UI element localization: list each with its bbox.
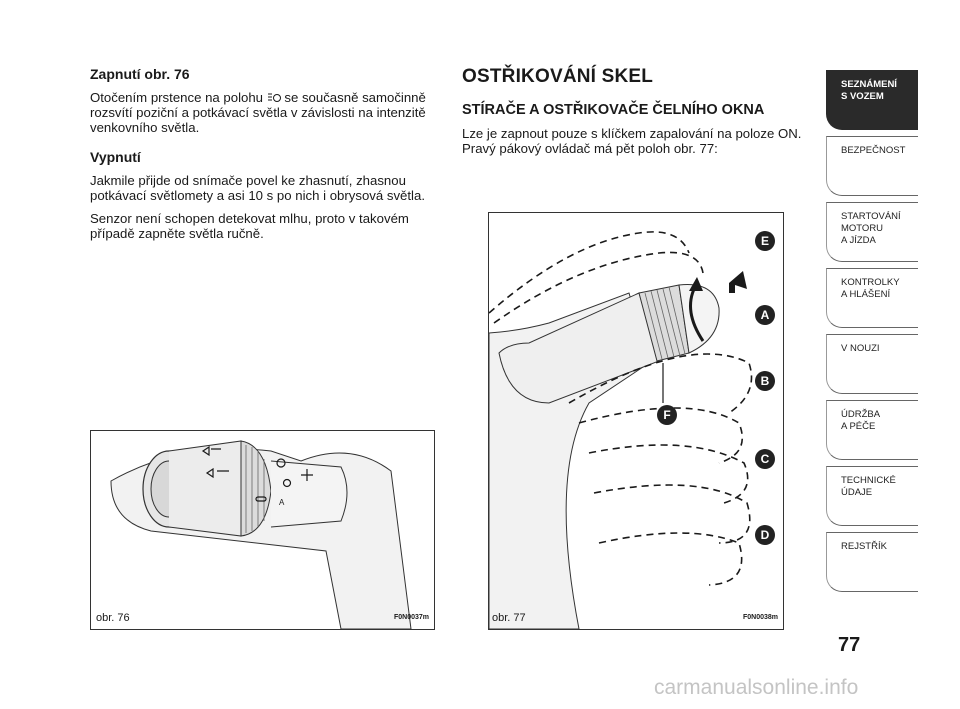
section-subtitle: STÍRAČE A OSTŘIKOVAČE ČELNÍHO OKNA: [462, 102, 765, 118]
para-on-before: Otočením prstence na polohu: [90, 90, 264, 105]
section-title: OSTŘIKOVÁNÍ SKEL: [462, 66, 654, 87]
para-off: Jakmile přijde od snímače povel ke zhasn…: [90, 173, 425, 203]
para-fog: Senzor není schopen detekovat mlhu, prot…: [90, 211, 409, 241]
section-para: Lze je zapnout pouze s klíčkem zapalován…: [462, 126, 802, 156]
svg-text:A: A: [279, 498, 285, 507]
marker-d: D: [755, 525, 775, 545]
tab-udrzba[interactable]: ÚDRŽBA A PÉČE: [826, 400, 918, 460]
left-column: Zapnutí obr. 76 Otočením prstence na pol…: [90, 66, 450, 249]
tab-kontrolky[interactable]: KONTROLKY A HLÁŠENÍ: [826, 268, 918, 328]
tab-v-nouzi[interactable]: V NOUZI: [826, 334, 918, 394]
figure-77-label: obr. 77: [492, 612, 526, 624]
light-stalk-illustration: A: [110, 440, 412, 630]
heading-on: Zapnutí obr. 76: [90, 66, 190, 82]
marker-c: C: [755, 449, 775, 469]
figure-77: E A B F C D obr. 77 F0N0038m: [488, 212, 784, 630]
figure-77-frame: E A B F C D: [488, 212, 784, 630]
page-number: 77: [838, 634, 861, 656]
watermark: carmanualsonline.info: [654, 676, 859, 699]
auto-light-icon: [267, 93, 281, 102]
figure-76-label: obr. 76: [96, 612, 130, 624]
marker-f: F: [657, 405, 677, 425]
right-column: OSTŘIKOVÁNÍ SKEL STÍRAČE A OSTŘIKOVAČE Č…: [462, 66, 812, 164]
figure-76: A obr. 76 F0N0037m: [90, 430, 435, 630]
tab-technicke[interactable]: TECHNICKÉ ÚDAJE: [826, 466, 918, 526]
para-on: Otočením prstence na polohu se současně …: [90, 90, 450, 135]
figure-76-code: F0N0037m: [393, 614, 429, 621]
figure-77-code: F0N0038m: [742, 614, 778, 621]
chapter-sidebar: SEZNÁMENÍ S VOZEM BEZPEČNOST STARTOVÁNÍ …: [826, 70, 918, 598]
marker-e: E: [755, 231, 775, 251]
figure-76-frame: A: [90, 430, 435, 630]
heading-off: Vypnutí: [90, 149, 141, 165]
tab-rejstrik[interactable]: REJSTŘÍK: [826, 532, 918, 592]
tab-startovani[interactable]: STARTOVÁNÍ MOTORU A JÍZDA: [826, 202, 918, 262]
wiper-stalk-illustration: [488, 231, 753, 630]
para-on-after: se současně samočinně rozsvítí poziční a…: [90, 90, 426, 135]
tab-bezpecnost[interactable]: BEZPEČNOST: [826, 136, 918, 196]
marker-b: B: [755, 371, 775, 391]
marker-a: A: [755, 305, 775, 325]
tab-seznameni[interactable]: SEZNÁMENÍ S VOZEM: [826, 70, 918, 130]
